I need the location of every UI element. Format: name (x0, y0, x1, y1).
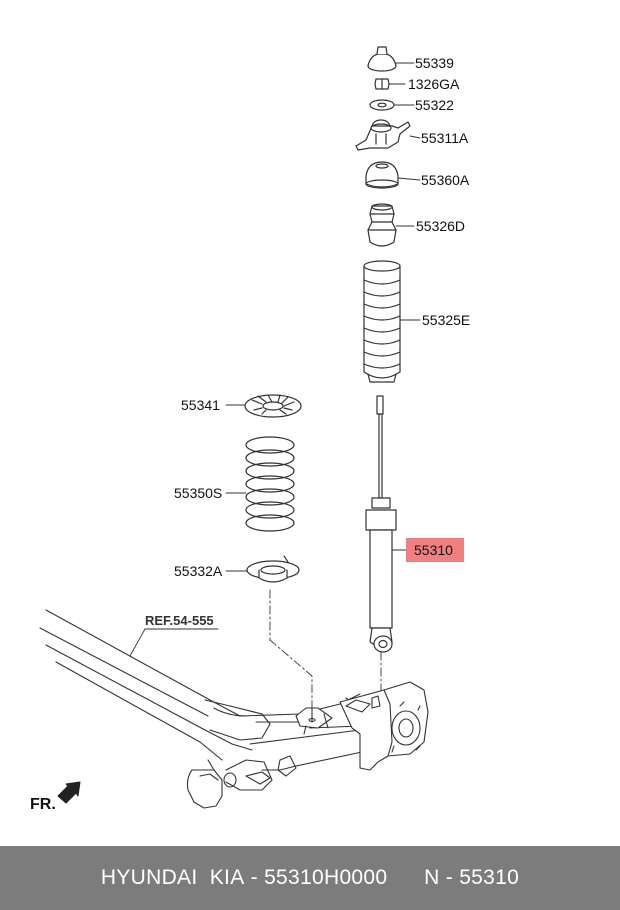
footer-bar: HYUNDAI KIA - 55310H0000 N - 55310 (0, 846, 620, 910)
label-55325E[interactable]: 55325E (422, 312, 470, 328)
part-55322-washer (369, 99, 395, 111)
part-55311A-mount (355, 119, 411, 151)
part-55339-cap (367, 46, 397, 72)
footer-brand: HYUNDAI KIA (100, 866, 245, 889)
front-arrow-icon (57, 781, 81, 804)
part-55325E-dust-boot (363, 260, 401, 383)
label-55311A[interactable]: 55311A (421, 130, 469, 146)
part-55360A-cup (365, 161, 399, 189)
part-55310-shock-absorber (365, 395, 397, 653)
footer-part-number: 55310H0000 (264, 866, 388, 889)
label-55350S[interactable]: 55350S (174, 485, 222, 501)
front-indicator-label: FR. (30, 796, 56, 813)
label-55322[interactable]: 55322 (415, 97, 454, 113)
part-1326GA-nut (374, 78, 390, 90)
label-55326D[interactable]: 55326D (416, 218, 465, 234)
label-55341[interactable]: 55341 (181, 397, 220, 413)
part-55310-highlight (406, 538, 464, 562)
leader-lines (129, 62, 421, 657)
label-55360A[interactable]: 55360A (421, 172, 470, 188)
rear-axle-beam (39, 609, 429, 809)
part-55332A-lower-pad (246, 555, 300, 583)
reference-label[interactable]: REF.54-555 (145, 613, 214, 628)
label-1326GA[interactable]: 1326GA (408, 76, 460, 92)
exploded-parts-diagram: 55339 1326GA 55322 55311A 55360A 55326D … (30, 46, 470, 813)
label-55310[interactable]: 55310 (414, 542, 453, 558)
footer-separator: - (244, 866, 265, 889)
part-55326D-bump-stopper (367, 203, 397, 247)
label-55339[interactable]: 55339 (415, 55, 454, 71)
footer-gap (387, 866, 424, 890)
part-55341-spring-pad (244, 394, 302, 418)
part-55350S-coil-spring (245, 436, 295, 532)
label-55332A[interactable]: 55332A (174, 563, 223, 579)
footer-ref-number: N - 55310 (424, 866, 520, 889)
